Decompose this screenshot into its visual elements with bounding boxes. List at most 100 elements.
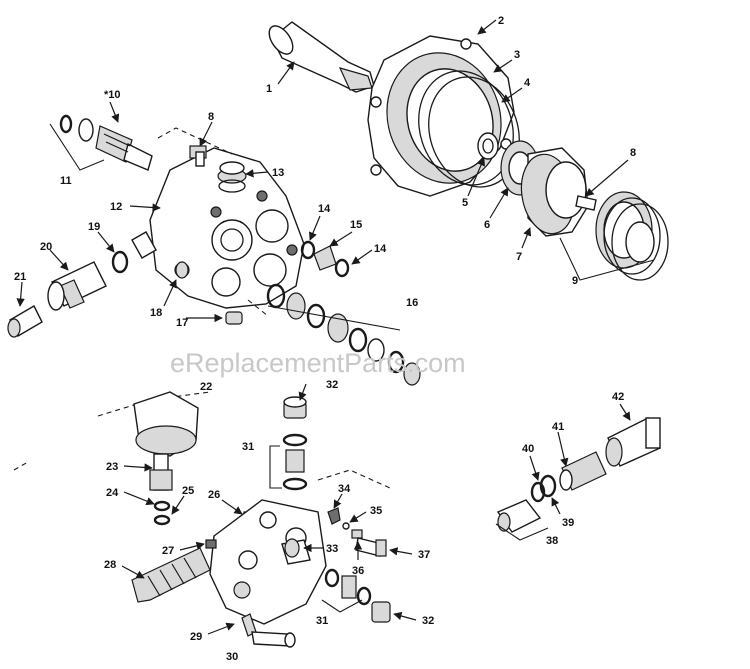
callout-13: 13 — [272, 167, 284, 179]
callout-34: 34 — [338, 483, 351, 495]
callout-8-left: 8 — [208, 111, 214, 123]
part-16-bracket — [267, 305, 401, 331]
callout-37: 37 — [418, 549, 430, 561]
part-4-o-ring — [428, 76, 520, 188]
part-21-filter — [7, 305, 43, 338]
callout-35: 35 — [370, 505, 382, 517]
part-15-valve — [313, 245, 337, 271]
leader-arrows — [16, 19, 631, 635]
part-39-o-ring — [539, 474, 557, 498]
callout-27: 27 — [162, 545, 174, 557]
callout-32-lower: 32 — [422, 615, 434, 627]
part-27-plug — [205, 539, 217, 549]
part-32-plug-upper — [283, 396, 307, 419]
part-31-bracket-lower — [321, 599, 363, 613]
part-20-inlet-fitting — [47, 261, 107, 311]
part-8-dashed-guide — [157, 127, 233, 155]
callout-23: 23 — [106, 461, 118, 473]
callout-7: 7 — [516, 251, 522, 263]
part-35-ball — [342, 522, 350, 530]
callout-18: 18 — [150, 307, 162, 319]
outlet-dashed-guide — [317, 469, 391, 489]
callout-33: 33 — [326, 543, 338, 555]
callout-1: 1 — [266, 83, 272, 95]
part-37-outlet-fitting — [355, 537, 387, 557]
callout-6: 6 — [484, 219, 490, 231]
callout-31-lower: 31 — [316, 615, 328, 627]
part-18-fitting — [175, 261, 189, 279]
part-16-seal-kit — [266, 283, 421, 386]
part-2-housing — [367, 35, 515, 197]
part-10-cartridge — [59, 114, 153, 171]
part-24-washer — [153, 500, 171, 512]
callout-21: 21 — [14, 271, 26, 283]
callout-14-upper: 14 — [318, 203, 331, 215]
callout-14-lower: 14 — [374, 243, 387, 255]
part-33-fitting — [284, 538, 300, 558]
callout-2: 2 — [498, 15, 504, 27]
callout-29: 29 — [190, 631, 202, 643]
watermark: eReplacementParts.com — [170, 348, 466, 378]
callout-39: 39 — [562, 517, 574, 529]
part-9-thrust-bearing — [595, 191, 669, 281]
callout-36: 36 — [352, 565, 364, 577]
part-36-spring — [351, 529, 363, 539]
callout-4: 4 — [524, 77, 531, 89]
callout-26: 26 — [208, 489, 220, 501]
callout-31-upper: 31 — [242, 441, 254, 453]
callout-40: 40 — [522, 443, 534, 455]
part-22-knob — [133, 391, 199, 457]
part-3-gasket — [418, 70, 514, 186]
valve-body — [209, 499, 327, 625]
part-8-fitting — [189, 145, 207, 167]
part-11-bracket — [49, 123, 105, 171]
part-38-quick-connect-plug — [496, 499, 542, 533]
part-42-quick-coupler — [605, 417, 661, 467]
part-5-bearing — [477, 132, 499, 160]
callout-15: 15 — [350, 219, 362, 231]
part-17-cap — [225, 311, 243, 325]
part-41-coupler — [559, 451, 607, 491]
part-25-o-ring — [153, 514, 171, 526]
callout-labels: 1 2 3 4 5 6 7 8 8 9 *10 11 12 13 14 14 1… — [14, 15, 636, 663]
part-28-spring — [131, 547, 211, 603]
part-9-bracket — [559, 237, 655, 281]
callout-30: 30 — [226, 651, 238, 663]
part-31-check-valve-lower — [324, 568, 372, 606]
callout-3: 3 — [514, 49, 520, 61]
callout-11: 11 — [60, 175, 72, 187]
callout-17: 17 — [176, 317, 188, 329]
part-1-shaft — [268, 21, 375, 93]
callout-24: 24 — [106, 487, 119, 499]
callout-5: 5 — [462, 197, 468, 209]
callout-22: 22 — [200, 381, 212, 393]
part-31-bracket-upper — [269, 445, 282, 489]
part-32-plug-lower — [371, 601, 391, 623]
callout-9: 9 — [572, 275, 578, 287]
left-dashed-guide — [13, 461, 29, 471]
callout-20: 20 — [40, 241, 52, 253]
part-30-bolt — [251, 631, 296, 648]
part-17-dashed-guide — [247, 299, 269, 317]
callout-38: 38 — [546, 535, 558, 547]
callout-28: 28 — [104, 559, 116, 571]
callout-32-upper: 32 — [326, 379, 338, 391]
part-13-plug — [217, 161, 247, 193]
callout-16: 16 — [406, 297, 418, 309]
callout-8-right: 8 — [630, 147, 636, 159]
callout-19: 19 — [88, 221, 100, 233]
part-19-washer — [111, 250, 129, 274]
callout-42: 42 — [612, 391, 624, 403]
callout-25: 25 — [182, 485, 194, 497]
part-7-wobble-plate — [520, 147, 597, 237]
part-23-stem — [149, 453, 173, 491]
part-31-check-valve-upper — [282, 433, 308, 491]
part-14-o-ring-upper — [300, 240, 316, 260]
part-40-washer — [530, 481, 546, 503]
part-34-valve — [327, 507, 341, 525]
callout-12: 12 — [110, 201, 122, 213]
callout-10: *10 — [104, 89, 121, 101]
callout-41: 41 — [552, 421, 564, 433]
part-38-bracket — [495, 523, 549, 541]
